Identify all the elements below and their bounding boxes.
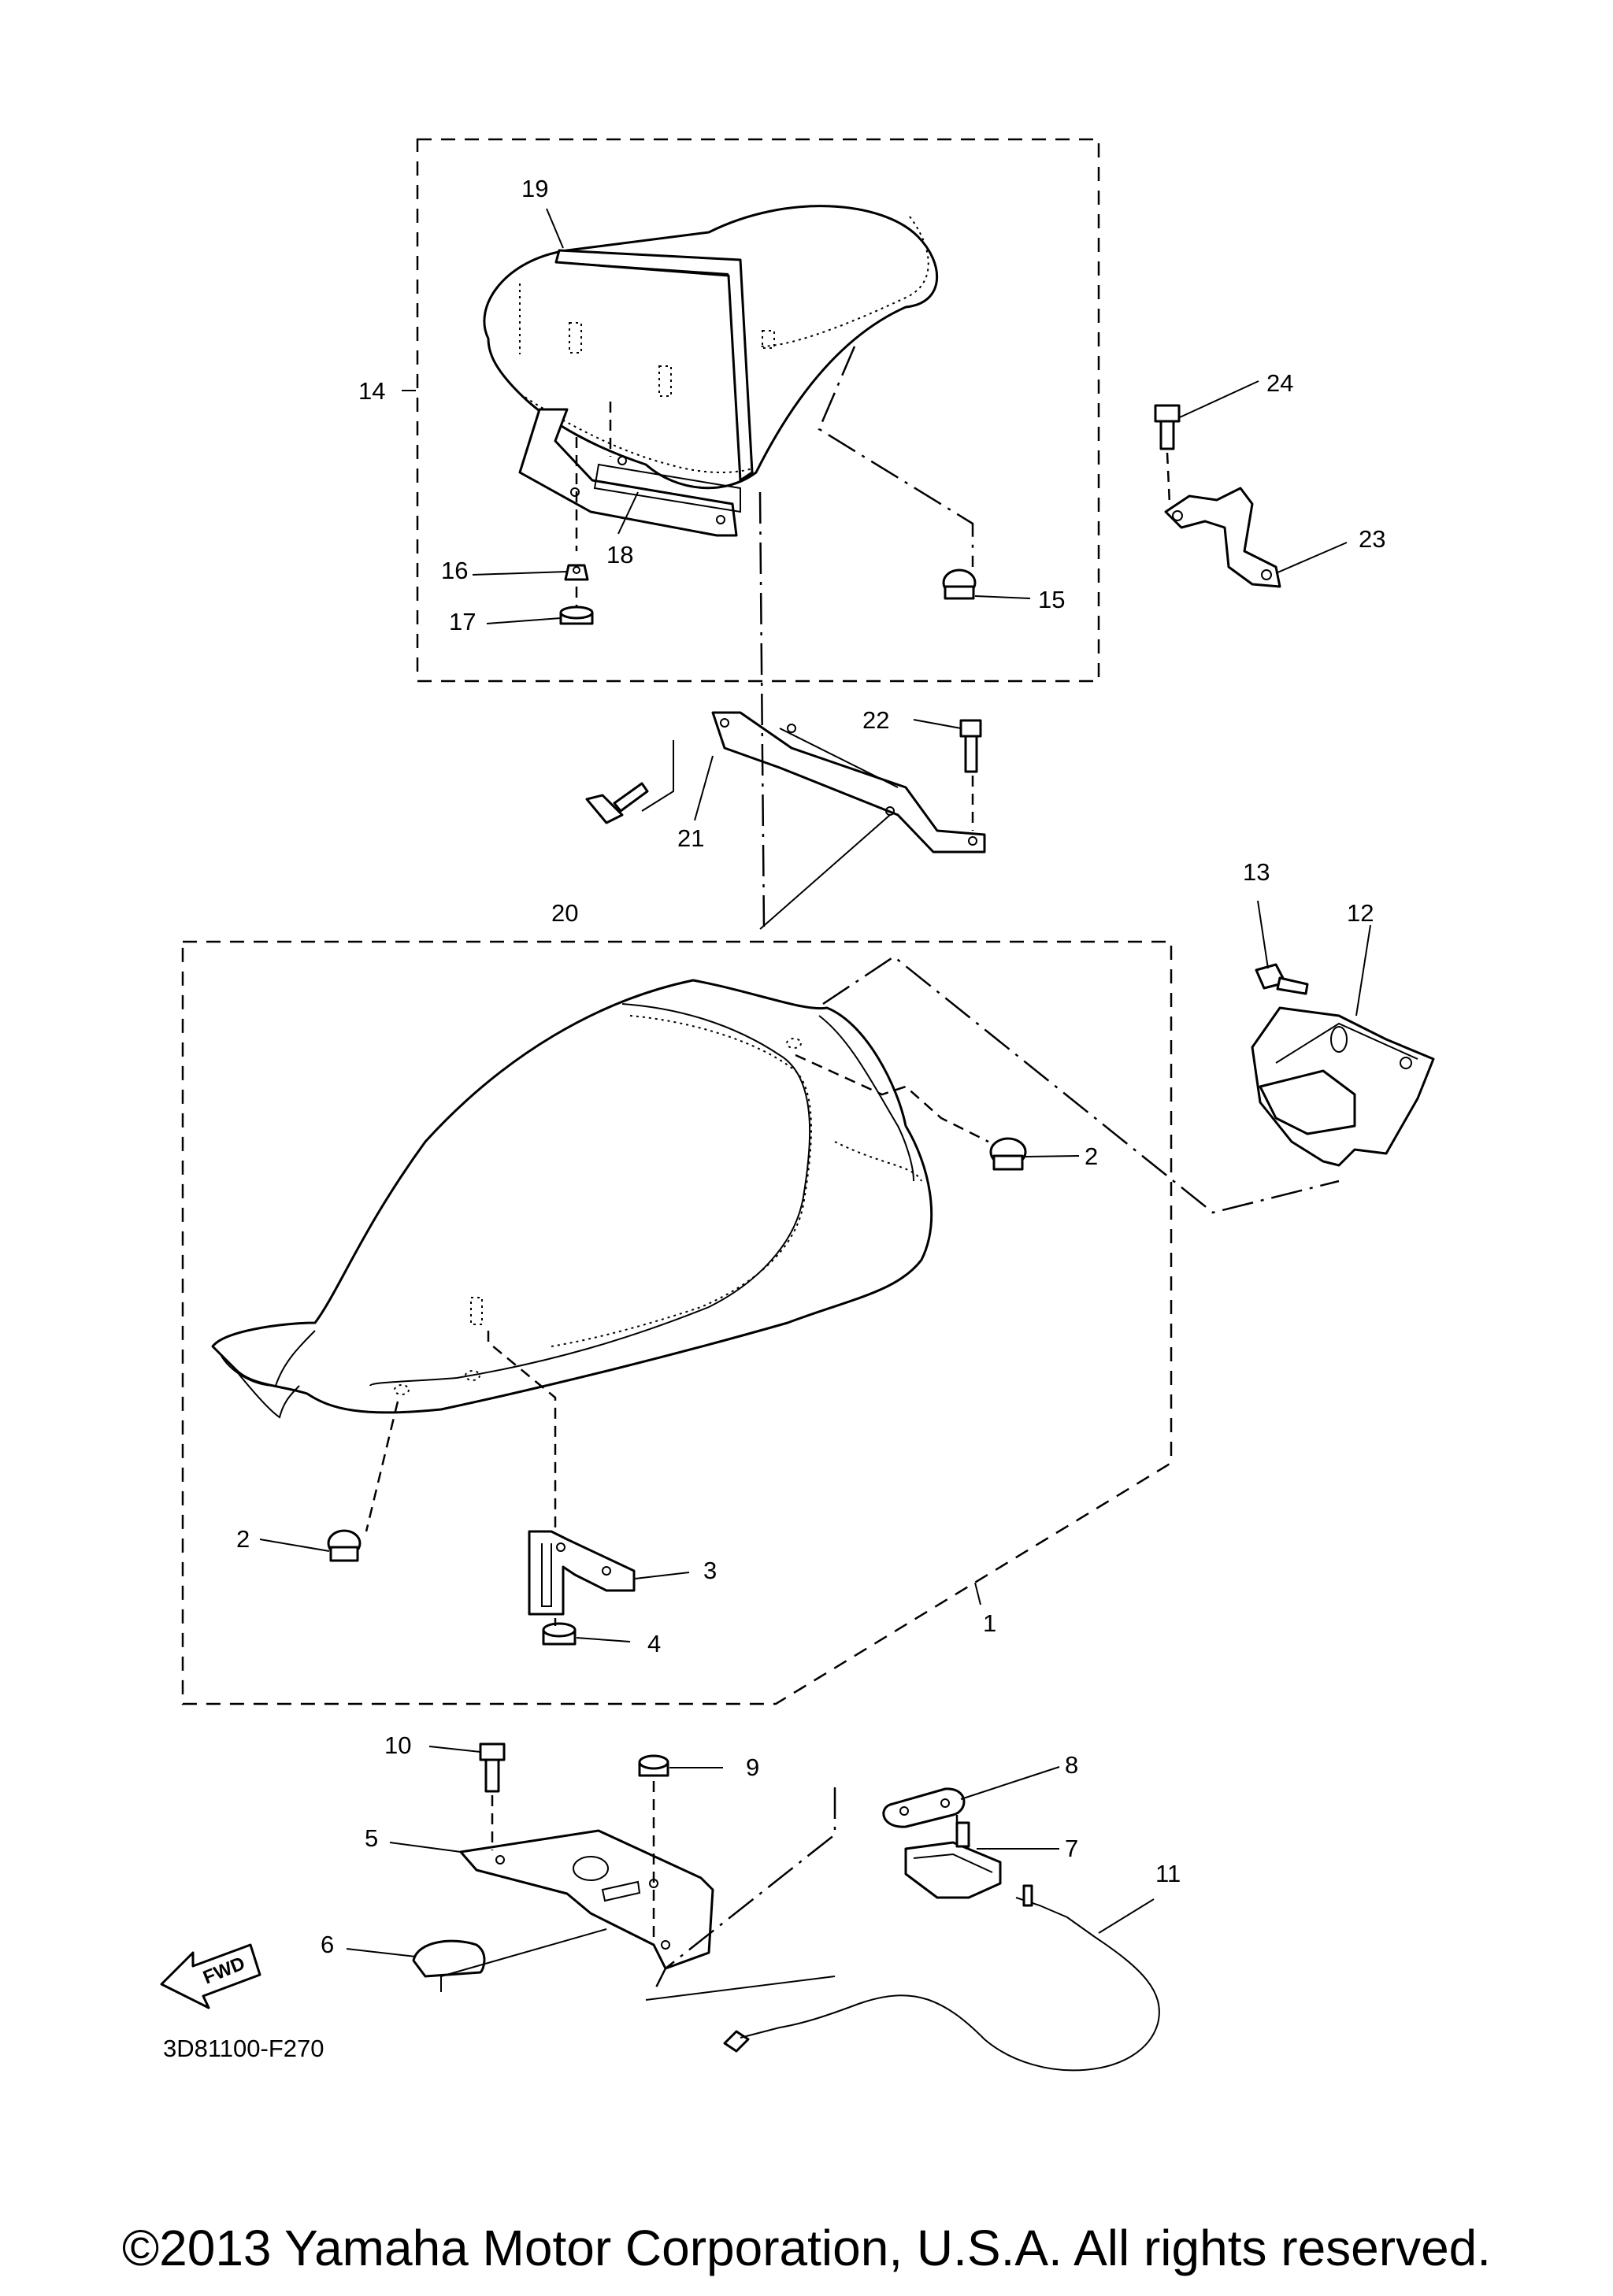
seat-lock-7[interactable] [904, 1821, 1002, 1899]
bolt-22[interactable] [959, 719, 982, 773]
grab-bar-23[interactable] [1164, 487, 1281, 588]
callout-6: 6 [321, 1931, 334, 1958]
seat-lock-cable-11[interactable] [723, 1884, 1160, 2072]
seat-grommet-left [569, 322, 582, 354]
callout-4: 4 [647, 1630, 661, 1657]
callout-2-front: 2 [1085, 1142, 1098, 1170]
rider-seat[interactable] [211, 979, 933, 1419]
seat-lock-holder-12[interactable] [1251, 1006, 1435, 1167]
callout-1: 1 [983, 1609, 996, 1637]
diagram-code: 3D81100-F270 [163, 2035, 324, 2062]
forward-direction-arrow: FWD [160, 1943, 261, 2009]
passenger-seat[interactable] [483, 205, 939, 490]
callout-3: 3 [703, 1557, 717, 1584]
seat-bracket-3[interactable] [528, 1530, 636, 1616]
grommet-2-rear[interactable] [327, 1529, 362, 1562]
grommet-2-front[interactable] [989, 1137, 1027, 1171]
callout-7: 7 [1065, 1835, 1078, 1862]
callout-18: 18 [606, 541, 633, 568]
callout-23: 23 [1359, 525, 1385, 553]
callout-11: 11 [1155, 1860, 1181, 1887]
nut-4[interactable] [542, 1622, 577, 1646]
callout-12: 12 [1347, 899, 1374, 927]
seat-mount-bracket[interactable] [711, 711, 986, 854]
nut-16[interactable] [564, 564, 589, 581]
bolt-20[interactable] [585, 782, 649, 824]
callout-14: 14 [358, 377, 385, 405]
bolt-24[interactable] [1154, 404, 1181, 450]
callout-2-rear: 2 [236, 1525, 250, 1553]
passenger-seat-group-box [416, 138, 1100, 683]
plate-8[interactable] [882, 1787, 966, 1828]
callout-9: 9 [746, 1753, 759, 1781]
callout-13: 13 [1243, 858, 1270, 886]
seat-grommet-rear [762, 330, 775, 349]
callout-8: 8 [1065, 1751, 1078, 1779]
passenger-seat-bracket[interactable] [518, 408, 741, 537]
callout-20: 20 [551, 899, 578, 927]
damper-6[interactable] [412, 1939, 486, 1978]
callout-24: 24 [1266, 369, 1293, 397]
seat-lock-plate-5[interactable] [459, 1829, 714, 1970]
bolt-13[interactable] [1255, 963, 1309, 995]
callout-19: 19 [521, 175, 548, 202]
bolt-10[interactable] [479, 1742, 506, 1793]
nut-17[interactable] [559, 605, 594, 625]
seat-grommet-right [658, 365, 672, 397]
callout-22: 22 [862, 706, 889, 734]
callout-5: 5 [365, 1824, 378, 1852]
callout-21: 21 [677, 824, 704, 852]
callout-16: 16 [441, 557, 468, 584]
callout-17: 17 [449, 608, 476, 635]
copyright-notice: ©2013 Yamaha Motor Corporation, U.S.A. A… [121, 2220, 1492, 2276]
callout-15: 15 [1038, 586, 1065, 613]
grommet-15[interactable] [942, 568, 977, 600]
callout-10: 10 [384, 1731, 411, 1759]
nut-9[interactable] [638, 1754, 669, 1777]
